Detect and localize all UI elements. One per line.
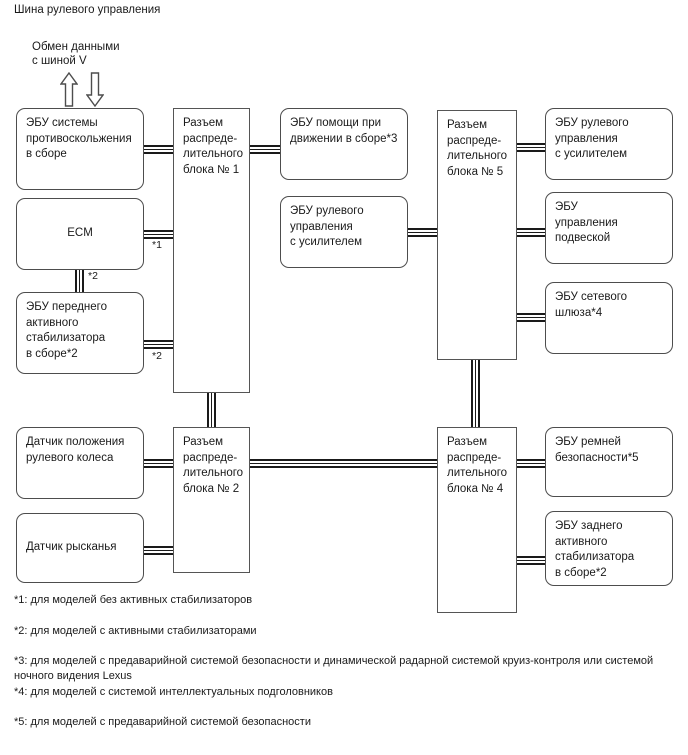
bus-jb4-to-rear-stabilizer (515, 556, 547, 565)
node-seatbelt-ecu[interactable]: ЭБУ ремней безопасности*5 (545, 427, 673, 497)
note-5: *5: для моделей с предаварийной системой… (14, 716, 311, 728)
bus-jb5-to-network-gateway (515, 313, 547, 322)
node-power-steering-ecu-right[interactable]: ЭБУ рулевого управления с усилителем (545, 108, 673, 180)
bus-label-ecm-to-stabilizer: *2 (88, 270, 98, 282)
node-junction-block-4[interactable]: Разъем распреде- лительного блока № 4 (437, 427, 517, 613)
bus-steering-angle-sensor-to-jb2 (142, 459, 175, 468)
note-1: *1: для моделей без активных стабилизато… (14, 594, 253, 606)
data-exchange-label: Обмен данными с шиной V (32, 41, 120, 67)
node-rear-stabilizer-ecu[interactable]: ЭБУ заднего активного стабилизатора в сб… (545, 511, 673, 586)
arrow-up-outline-icon (60, 72, 78, 107)
bus-ecm-to-jb1 (142, 230, 175, 239)
node-front-stabilizer-ecu[interactable]: ЭБУ переднего активного стабилизатора в … (16, 292, 144, 374)
bus-jb1-to-driving-assist (248, 145, 282, 154)
node-junction-block-2[interactable]: Разъем распреде- лительного блока № 2 (173, 427, 250, 573)
note-3: *3: для моделей с предаварийной системой… (14, 655, 657, 682)
bus-ecm-to-front-stabilizer (75, 268, 84, 294)
node-yaw-sensor[interactable]: Датчик рысканья (16, 513, 144, 583)
node-power-steering-ecu-mid[interactable]: ЭБУ рулевого управления с усилителем (280, 196, 408, 268)
node-steering-angle-sensor[interactable]: Датчик положения рулевого колеса (16, 427, 144, 499)
node-junction-block-5[interactable]: Разъем распреде- лительного блока № 5 (437, 110, 517, 360)
bus-jb1-to-jb2 (207, 391, 216, 429)
node-abs-ecu[interactable]: ЭБУ системы противоскольжения в сборе (16, 108, 144, 190)
bus-power-steering-mid-to-jb5 (406, 228, 439, 237)
bus-yaw-sensor-to-jb2 (142, 546, 175, 555)
node-network-gateway-ecu[interactable]: ЭБУ сетевого шлюза*4 (545, 282, 673, 354)
bus-front-stabilizer-to-jb1 (142, 340, 175, 349)
bus-jb4-to-seatbelt-ecu (515, 459, 547, 468)
bus-jb5-to-suspension-control (515, 228, 547, 237)
bus-abs-ecu-to-jb1 (142, 145, 175, 154)
bus-jb5-to-power-steering-right (515, 143, 547, 152)
bus-label-stabilizer-to-jb1: *2 (152, 350, 162, 362)
bus-jb2-to-jb4 (248, 459, 439, 468)
page-title: Шина рулевого управления (14, 4, 161, 16)
bus-label-ecm-to-jb1: *1 (152, 239, 162, 251)
note-4: *4: для моделей с системой интеллектуаль… (14, 686, 333, 698)
node-ecm[interactable]: ECM (16, 198, 144, 270)
bus-jb5-to-jb4 (471, 358, 480, 429)
arrow-down-outline-icon (86, 72, 104, 107)
note-2: *2: для моделей с активными стабилизатор… (14, 625, 257, 637)
node-junction-block-1[interactable]: Разъем распреде- лительного блока № 1 (173, 108, 250, 393)
node-driving-assist-ecu[interactable]: ЭБУ помощи при движении в сборе*3 (280, 108, 408, 180)
node-suspension-control-ecu[interactable]: ЭБУ управления подвеской (545, 192, 673, 264)
